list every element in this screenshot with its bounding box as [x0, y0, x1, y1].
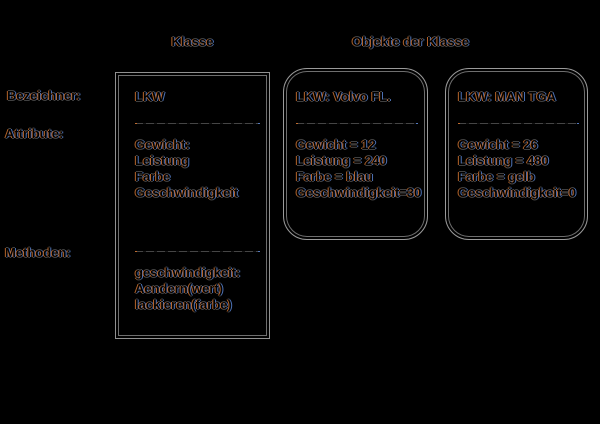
class-attribute: Leistung	[135, 153, 190, 168]
class-attribute-list: Gewicht: Leistung Farbe Geschwindigkeit	[135, 137, 238, 201]
object-attribute: Geschwindigkeit=30	[296, 185, 422, 200]
class-attribute-method-divider	[135, 251, 260, 252]
object-attribute: Farbe = blau	[296, 169, 373, 184]
object-attribute: Leistung = 240	[296, 153, 387, 168]
class-attribute: Farbe	[135, 169, 171, 184]
class-method: geschwindigkeit:	[135, 265, 241, 280]
object-box-man-tga: LKW: MAN TGA Gewicht = 26 Leistung = 480…	[445, 68, 588, 240]
object-header: LKW: Volvo FL.	[296, 89, 391, 104]
label-attribute: Attribute:	[5, 126, 64, 141]
object-attribute-list: Gewicht = 12 Leistung = 240 Farbe = blau…	[296, 137, 421, 201]
object-header: LKW: MAN TGA	[458, 89, 556, 104]
object-divider	[458, 123, 579, 124]
object-attribute: Farbe = gelb	[458, 169, 535, 184]
object-attribute: Gewicht = 12	[296, 137, 376, 152]
object-attribute-list: Gewicht = 26 Leistung = 480 Farbe = gelb…	[458, 137, 576, 201]
object-attribute: Geschwindigkeit=0	[458, 185, 577, 200]
class-box-lkw: LKW Gewicht: Leistung Farbe Geschwindigk…	[115, 72, 270, 339]
class-method-list: geschwindigkeit: Aendern(wert) lackieren…	[135, 265, 240, 313]
class-method: lackieren(farbe)	[135, 297, 232, 312]
object-attribute: Gewicht = 26	[458, 137, 538, 152]
label-methoden: Methoden:	[5, 245, 71, 260]
class-attribute: Geschwindigkeit	[135, 185, 239, 200]
class-name: LKW	[135, 89, 165, 104]
object-box-volvo-fl: LKW: Volvo FL. Gewicht = 12 Leistung = 2…	[283, 68, 428, 240]
class-method: Aendern(wert)	[135, 281, 224, 296]
class-attribute: Gewicht:	[135, 137, 190, 152]
klasse-column-title: Klasse	[171, 34, 214, 49]
label-bezeichner: Bezeichner:	[7, 88, 81, 103]
object-divider	[296, 123, 418, 124]
object-attribute: Leistung = 480	[458, 153, 549, 168]
class-name-attribute-divider	[135, 123, 260, 124]
objekte-column-title: Objekte der Klasse	[352, 34, 470, 49]
